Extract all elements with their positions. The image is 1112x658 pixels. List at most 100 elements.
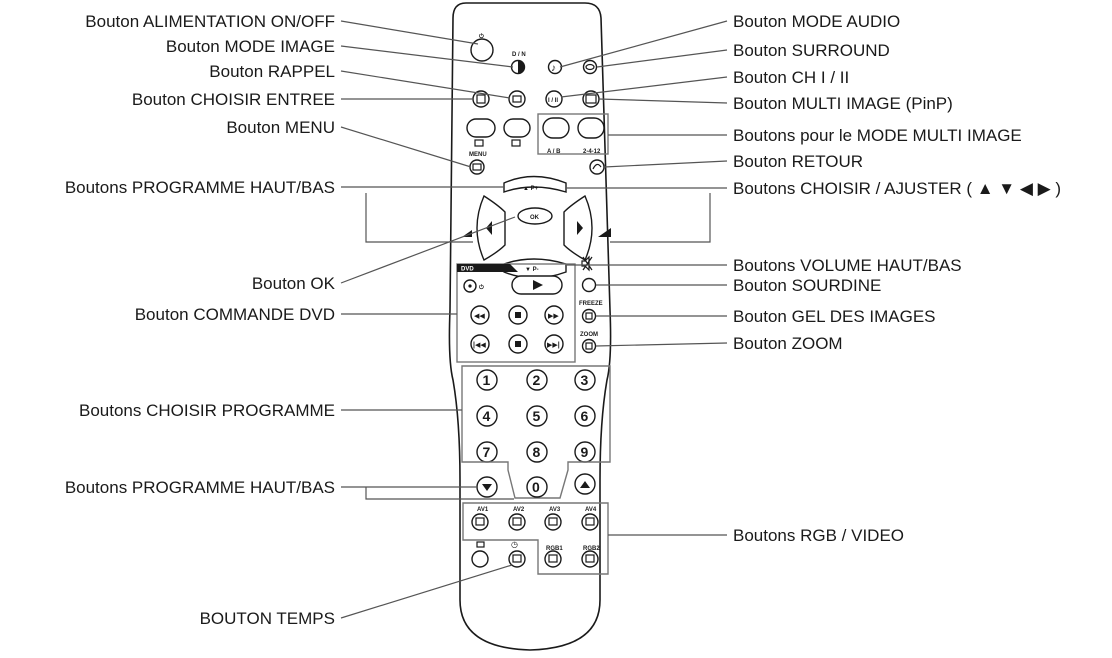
dvd-power-symbol: ⏻ <box>479 284 484 291</box>
digit-7-label: 7 <box>483 444 491 460</box>
ab-button[interactable] <box>542 117 570 139</box>
prog-down-button[interactable] <box>476 476 498 498</box>
label-prog-updown: Boutons PROGRAMME HAUT/BAS <box>65 178 335 197</box>
av1-label: AV1 <box>477 507 489 513</box>
digit-5-button[interactable] <box>526 405 548 427</box>
zoom-button[interactable] <box>581 338 597 354</box>
freeze-button[interactable] <box>581 308 597 324</box>
tv-button[interactable] <box>471 550 489 568</box>
volume-up-icon <box>598 228 611 237</box>
label-picture-mode: Bouton MODE IMAGE <box>166 37 335 56</box>
digit-1-button[interactable] <box>476 369 498 391</box>
digit-4-button[interactable] <box>476 405 498 427</box>
ok-button[interactable] <box>517 207 553 225</box>
dvd-next-button[interactable]: ▶▶| <box>544 334 564 354</box>
split-button[interactable] <box>577 117 605 139</box>
nav-cluster: ▲ P+ ▼ P- OK <box>462 175 611 279</box>
label-zoom: Bouton ZOOM <box>733 334 843 353</box>
leader-lines-right <box>559 20 728 536</box>
av2-label: AV2 <box>513 507 525 513</box>
dvd-label: DVD <box>461 267 474 273</box>
av1-button[interactable] <box>471 513 489 531</box>
av4-button[interactable] <box>581 513 599 531</box>
ab-label: A / B <box>547 149 561 155</box>
label-ch: Bouton CH I / II <box>733 68 849 87</box>
rgb1-button[interactable] <box>544 550 562 568</box>
clock-icon: ◷ <box>511 540 518 549</box>
ok-label: OK <box>530 215 540 221</box>
menu-button[interactable] <box>469 159 485 175</box>
mute-speaker-icon <box>581 255 593 272</box>
av2-button[interactable] <box>508 513 526 531</box>
label-power: Bouton ALIMENTATION ON/OFF <box>85 12 335 31</box>
dvd-stop-button[interactable] <box>508 305 528 325</box>
dvd-header <box>457 264 518 272</box>
digit-3-label: 3 <box>581 372 589 388</box>
label-dvd-control: Bouton COMMANDE DVD <box>135 305 335 324</box>
p-plus-label: ▲ P+ <box>523 186 539 192</box>
dvd-prev-button[interactable]: |◀◀ <box>470 334 490 354</box>
dvd-power-button[interactable] <box>463 279 477 293</box>
ch-button[interactable] <box>545 90 563 108</box>
ch-label: I / II <box>548 98 558 104</box>
mute-button[interactable] <box>581 277 597 293</box>
rgb-video-group <box>462 502 609 575</box>
power-button[interactable] <box>470 38 494 62</box>
rgb2-button[interactable] <box>581 550 599 568</box>
timer-button[interactable] <box>508 550 526 568</box>
digit-3-button[interactable] <box>574 369 596 391</box>
rgb2-label: RGB2 <box>583 546 600 552</box>
p-minus-label: ▼ P- <box>525 267 539 273</box>
dvd-group <box>456 263 576 363</box>
dvd-rewind-button[interactable]: ◀◀ <box>470 305 490 325</box>
digit-4-label: 4 <box>483 408 491 424</box>
av3-button[interactable] <box>544 513 562 531</box>
picture-mode-button[interactable] <box>510 59 526 75</box>
dvd-stop-button-2[interactable] <box>508 334 528 354</box>
label-select-adjust: Boutons CHOISIR / AJUSTER ( ▲ ▼ ◀ ▶ ) <box>733 179 1061 198</box>
svg-text:▶▶|: ▶▶| <box>547 342 560 349</box>
menu-caption: MENU <box>469 152 487 158</box>
label-prog-select: Boutons CHOISIR PROGRAMME <box>79 401 335 420</box>
surround-button[interactable] <box>582 59 598 75</box>
split-label: 2-4-12 <box>583 149 601 155</box>
label-timer: BOUTON TEMPS <box>200 609 335 628</box>
rgb1-label: RGB1 <box>546 546 563 552</box>
digit-6-label: 6 <box>581 408 589 424</box>
teletext-icon <box>474 139 484 147</box>
digit-1-label: 1 <box>483 372 491 388</box>
zoom-label: ZOOM <box>580 332 598 338</box>
multi-picture-mode-group <box>537 113 609 155</box>
left-arrow-icon <box>486 221 492 235</box>
p-plus-button[interactable] <box>503 175 567 193</box>
digit-2-button[interactable] <box>526 369 548 391</box>
label-multi-picture: Bouton MULTI IMAGE (PinP) <box>733 94 953 113</box>
leader-lines-left <box>340 20 516 619</box>
right-arrow-icon <box>577 221 583 235</box>
label-input-select: Bouton CHOISIR ENTREE <box>132 90 335 109</box>
oval-button-2[interactable] <box>503 118 531 138</box>
digit-9-label: 9 <box>581 444 589 460</box>
dvd-forward-button[interactable]: ▶▶ <box>544 305 564 325</box>
return-button[interactable] <box>589 159 605 175</box>
digit-0-button[interactable] <box>526 476 548 498</box>
digit-8-button[interactable] <box>526 441 548 463</box>
play-icon <box>533 280 543 290</box>
recall-button[interactable] <box>508 90 526 108</box>
digit-2-label: 2 <box>533 372 541 388</box>
av4-label: AV4 <box>585 507 597 513</box>
label-recall: Bouton RAPPEL <box>209 62 335 81</box>
prog-up-button[interactable] <box>574 473 596 495</box>
label-menu: Bouton MENU <box>226 118 335 137</box>
svg-text:◀◀: ◀◀ <box>474 313 485 320</box>
label-rgb-video: Boutons RGB / VIDEO <box>733 526 904 545</box>
svg-text:|◀◀: |◀◀ <box>473 342 486 349</box>
label-volume: Boutons VOLUME HAUT/BAS <box>733 256 962 275</box>
digit-8-label: 8 <box>533 444 541 460</box>
menu-oval-button[interactable] <box>466 118 496 138</box>
audio-mode-button[interactable]: ♪ <box>547 59 563 75</box>
digit-6-button[interactable] <box>574 405 596 427</box>
